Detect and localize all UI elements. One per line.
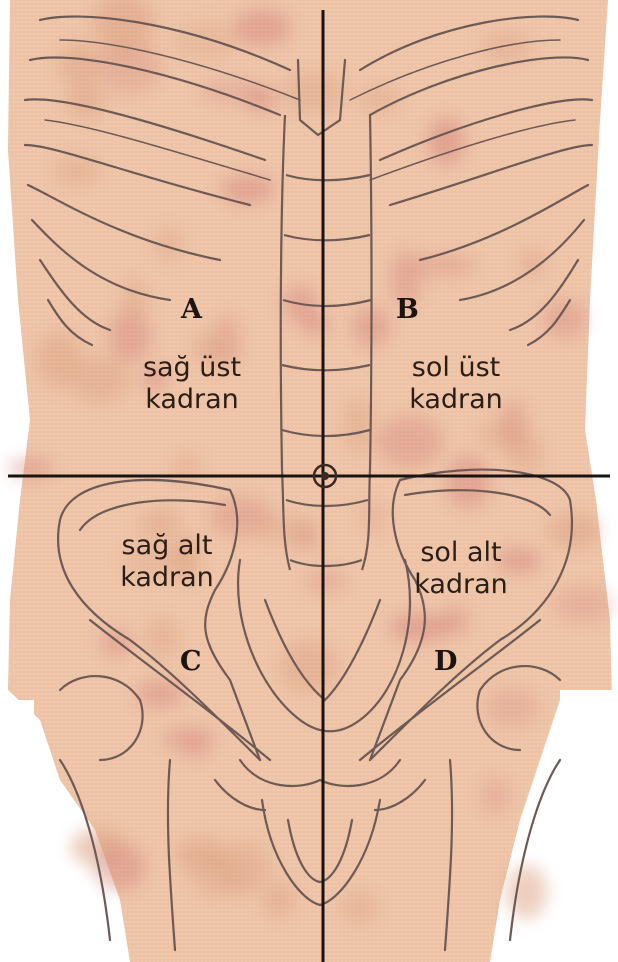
quadrant-a-letter: A (181, 296, 202, 323)
quadrant-b-label-line2: kadran (386, 384, 526, 416)
quadrant-d-letter: D (434, 648, 457, 675)
quadrant-d-label-line2: kadran (392, 569, 530, 601)
skin-blotch (480, 777, 510, 815)
skin-blotch (69, 356, 129, 403)
skin-blotch (446, 456, 490, 508)
skin-blotch (486, 688, 538, 728)
skin-blotch (548, 514, 601, 548)
skin-blotch (282, 72, 345, 113)
skin-blotch (390, 613, 452, 641)
skin-blotch (410, 255, 476, 275)
skin-blotch (543, 300, 586, 338)
skin-blotch (344, 398, 372, 454)
quadrant-b-letter: B (396, 296, 419, 323)
skin-blotch (361, 499, 387, 536)
quadrant-c-label-line2: kadran (98, 562, 236, 594)
skin-blotch (146, 618, 177, 658)
skin-blotch (305, 570, 346, 593)
skin-blotch (376, 416, 443, 468)
skin-blotch (341, 891, 377, 924)
skin-blotch (359, 87, 401, 111)
quadrant-d-label-line1: sol alt (392, 537, 530, 569)
skin-blotch (234, 10, 291, 46)
quadrant-c-label: sağ alt kadran (98, 530, 236, 595)
skin-blotch (67, 83, 104, 119)
skin-blotch (213, 842, 270, 895)
quadrant-a-label-line2: kadran (122, 384, 262, 416)
quadrant-b-label: sol üst kadran (386, 352, 526, 417)
quadrant-d-label: sol alt kadran (392, 537, 530, 602)
skin-blotch (173, 21, 239, 60)
skin-blotch (59, 42, 101, 87)
skin-blotch (483, 32, 531, 62)
quadrant-b-label-line1: sol üst (386, 352, 526, 384)
quadrant-c-letter: C (180, 648, 202, 675)
quadrant-c-label-line1: sağ alt (98, 530, 236, 562)
skin-blotch (506, 865, 547, 919)
quadrant-a-label: sağ üst kadran (122, 352, 262, 417)
skin-blotch (137, 680, 183, 708)
skin-blotch (554, 586, 614, 622)
skin-blotch (263, 882, 295, 917)
skin-blotch (181, 734, 211, 760)
quadrant-a-label-line1: sağ üst (122, 352, 262, 384)
